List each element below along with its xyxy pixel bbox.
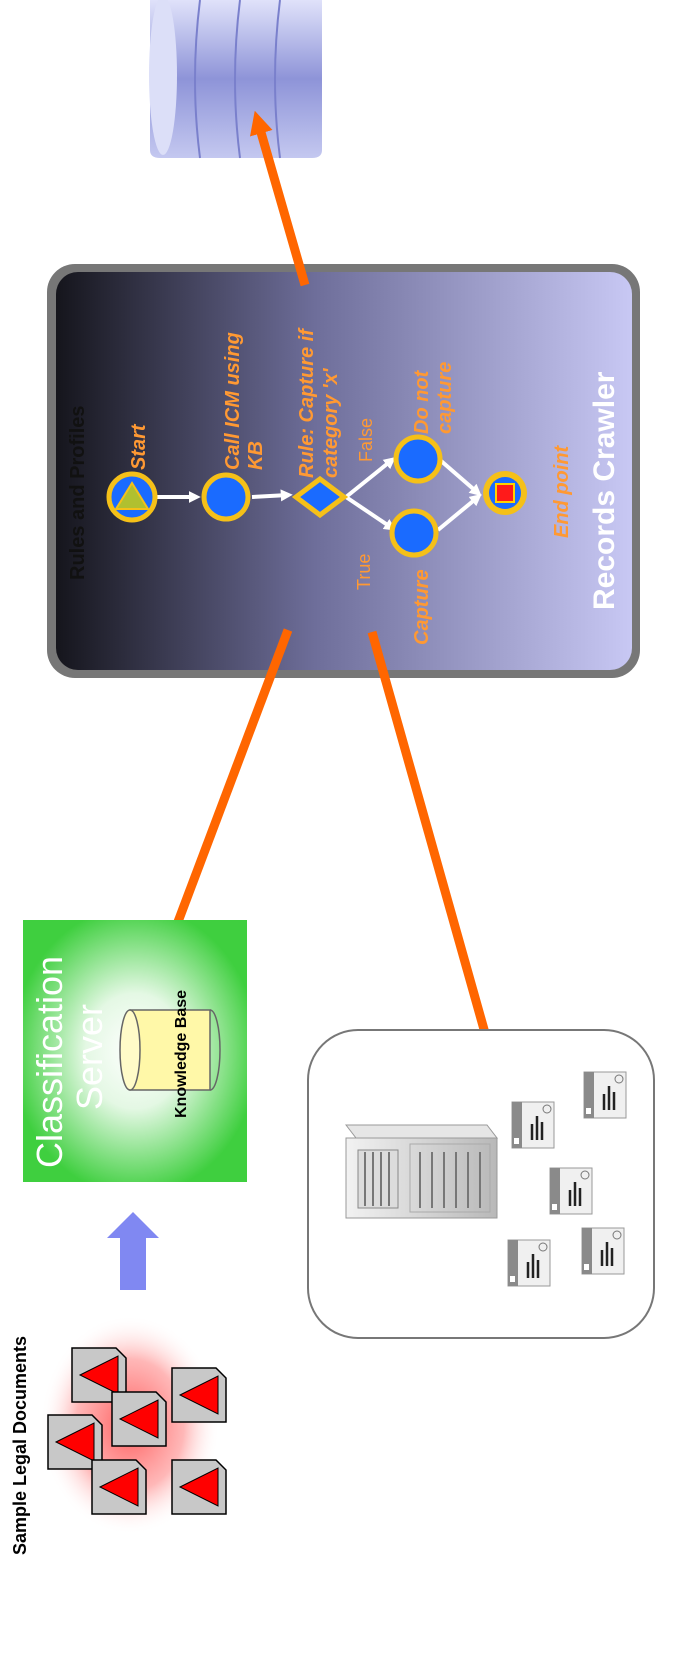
cylinder-icon (119, 1009, 221, 1091)
legal-documents-group (47, 1347, 227, 1515)
do-not-capture-label-line1: Do not (411, 369, 433, 434)
decision-diamond-icon (291, 475, 349, 519)
flow-connectors (157, 456, 482, 532)
document-icon (549, 1167, 593, 1215)
call-icm-label-line1: Call ICM using (222, 332, 244, 470)
rule-label-line2: category 'x' (320, 367, 342, 478)
records-crawler-title: Records Crawler (588, 371, 621, 610)
capture-label: Capture (411, 569, 433, 645)
arrow-crawler-to-repository (367, 630, 505, 1084)
rules-profiles-header: Rules and Profiles (67, 406, 89, 581)
document-icon (91, 1459, 147, 1515)
document-icon (507, 1239, 551, 1287)
document-icon (171, 1367, 227, 1423)
start-triangle-icon (106, 471, 158, 523)
document-icon (171, 1459, 227, 1515)
rule-label-line1: Rule: Capture if (296, 327, 318, 478)
document-icon (47, 1414, 103, 1470)
capture-node (389, 508, 439, 558)
server-icon (344, 1124, 499, 1219)
true-label: True (354, 554, 374, 590)
repository-files (507, 1071, 627, 1287)
classification-title-line1: Classification (29, 956, 70, 1168)
start-label: Start (128, 423, 150, 470)
document-icon (511, 1101, 555, 1149)
document-icon (71, 1347, 127, 1403)
classification-title-line2: Server (69, 1004, 110, 1110)
records-crawler-panel (47, 264, 640, 678)
document-icon (581, 1227, 625, 1275)
document-icon (111, 1391, 167, 1447)
do-not-capture-node (393, 434, 443, 484)
call-icm-label-line2: KB (245, 441, 267, 470)
arrow-crawler-to-database (249, 110, 310, 287)
false-label: False (356, 418, 376, 462)
upload-arrow (107, 1212, 159, 1290)
stop-square-icon (483, 471, 527, 515)
sample-docs-label: Sample Legal Documents (10, 1336, 30, 1555)
database-icon (149, 0, 322, 159)
knowledge-base-label: Knowledge Base (173, 990, 190, 1118)
document-icon (583, 1071, 627, 1119)
arrow-crawler-to-classification (163, 628, 293, 954)
call-icm-node (201, 472, 251, 522)
do-not-capture-label-line2: capture (434, 362, 456, 434)
end-point-label: End point (551, 444, 573, 538)
orange-arrows (163, 110, 505, 1084)
